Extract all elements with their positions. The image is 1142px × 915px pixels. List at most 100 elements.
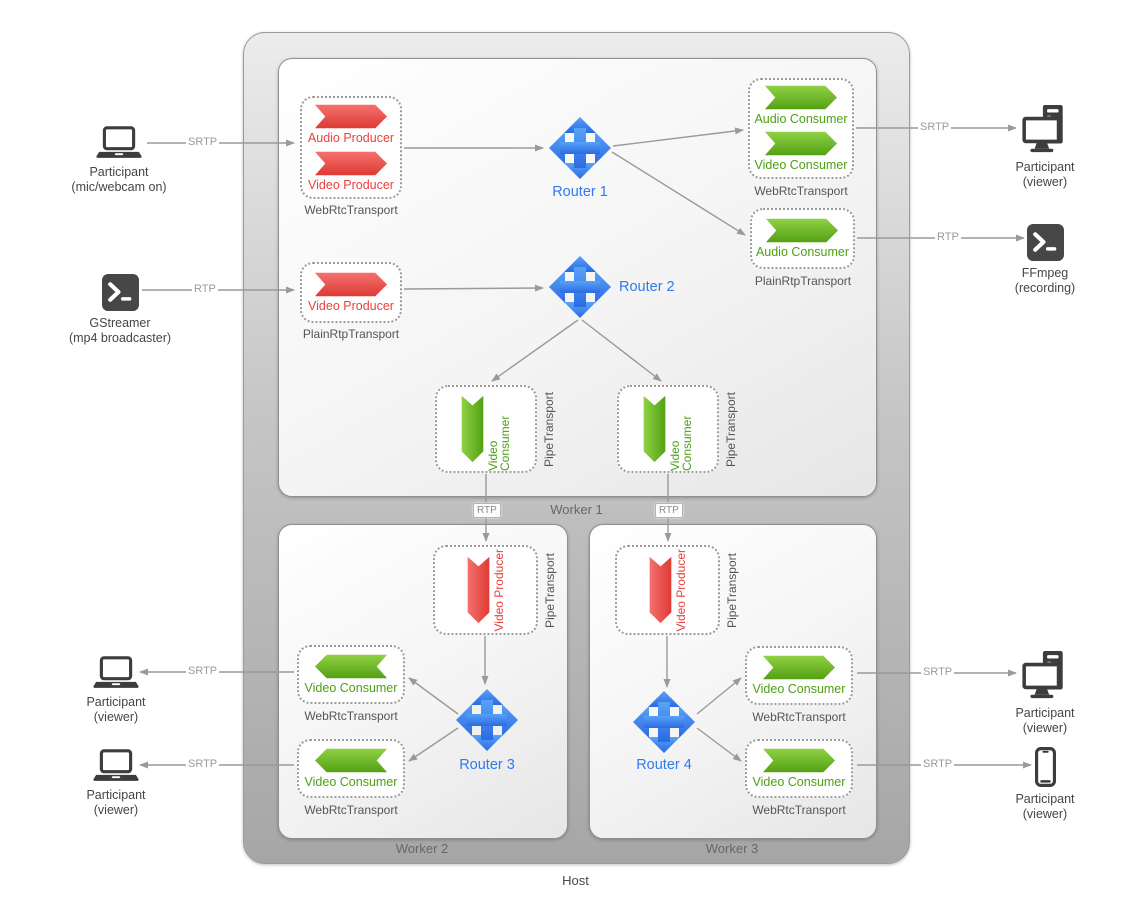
edge-router2-to-t6 <box>581 319 662 382</box>
consumer-banner-arrow-icon <box>764 131 838 156</box>
video-producer-label: Video Producer <box>308 299 394 314</box>
video-producer-label: Video Producer <box>491 548 506 632</box>
endpoint-label: Participant <box>86 788 146 802</box>
endpoint-label: Participant <box>1015 792 1075 806</box>
endpoint-label: Participant <box>1015 706 1075 720</box>
producer-banner-arrow-icon <box>314 104 388 129</box>
laptop-icon <box>93 656 139 688</box>
consumer-banner-arrow-icon <box>314 748 388 773</box>
audio-producer: Audio Producer <box>308 104 394 145</box>
transport-pipe-consumer-left: Video Consumer <box>435 385 537 473</box>
transport-webrtc-producers: Audio Producer Video Producer <box>300 96 402 199</box>
smartphone-icon <box>1034 747 1056 787</box>
consumer-banner-arrow-icon <box>762 748 836 773</box>
edge-t2-to-router2 <box>403 284 544 292</box>
endpoint-sublabel: (viewer) <box>1022 807 1068 822</box>
laptop-icon <box>96 126 142 158</box>
router1-icon <box>549 117 611 179</box>
transport-caption: WebRtcTransport <box>304 709 398 723</box>
transport-webrtc-consumer-w3b: Video Consumer <box>745 739 853 798</box>
endpoint-label: Participant <box>86 695 146 709</box>
transport-caption: PipeTransport <box>724 391 738 467</box>
endpoint-label: FFmpeg <box>1021 266 1069 280</box>
transport-caption: WebRtcTransport <box>752 710 846 724</box>
worker2-label: Worker 2 <box>395 841 449 856</box>
transport-pipe-producer-w3: Video Producer <box>615 545 720 635</box>
transport-caption: PipeTransport <box>542 391 556 467</box>
transport-pipe-consumer-right: Video Consumer <box>617 385 719 473</box>
router1-label: Router 1 <box>552 184 608 200</box>
endpoint-label: GStreamer <box>89 316 151 330</box>
transport-caption: PipeTransport <box>725 552 739 628</box>
edge-router1-to-t3 <box>612 127 744 147</box>
consumer-banner-arrow-icon <box>766 218 839 243</box>
video-consumer-label: Video Consumer <box>304 775 398 790</box>
transport-caption: WebRtcTransport <box>754 184 848 198</box>
edge-label-rtp-gstreamer: RTP <box>192 283 218 297</box>
router3-icon <box>456 689 518 751</box>
video-consumer-label: Video Consumer <box>754 158 848 173</box>
video-consumer: Video Consumer <box>304 748 398 790</box>
edge-router4-to-t12 <box>696 727 742 762</box>
endpoint-participant-viewer-right-desktop: Participant (viewer) <box>987 651 1103 737</box>
endpoint-sublabel: (viewer) <box>93 803 139 818</box>
video-consumer: Video Consumer <box>754 131 848 173</box>
producer-banner-arrow-icon <box>314 151 388 175</box>
endpoint-label: Participant <box>89 165 149 179</box>
edge-label-srtp-viewer-left-1: SRTP <box>186 665 220 679</box>
edge-router3-to-t9 <box>408 677 459 715</box>
endpoint-sublabel: (recording) <box>1014 281 1076 296</box>
router2-icon <box>549 256 611 318</box>
audio-consumer-label: Audio Consumer <box>755 245 850 260</box>
consumer-banner-arrow-icon <box>461 395 484 463</box>
endpoint-sublabel: (mp4 broadcaster) <box>68 331 172 346</box>
worker3-label: Worker 3 <box>705 841 759 856</box>
endpoint-ffmpeg: FFmpeg (recording) <box>987 224 1103 297</box>
terminal-icon <box>101 274 139 311</box>
transport-caption: WebRtcTransport <box>304 203 398 217</box>
edge-router3-to-t10 <box>408 727 459 762</box>
producer-banner-arrow-icon <box>649 556 671 624</box>
producer-banner-arrow-icon <box>314 272 388 297</box>
terminal-icon <box>1026 224 1064 261</box>
endpoint-label: Participant <box>1015 160 1075 174</box>
audio-consumer: Audio Consumer <box>756 218 849 259</box>
consumer-banner-arrow-icon <box>764 86 838 110</box>
endpoint-sublabel: (viewer) <box>1022 175 1068 190</box>
audio-consumer-label: Audio Consumer <box>754 112 848 127</box>
video-consumer-label: Video Consumer <box>752 682 846 697</box>
video-producer-label: Video Producer <box>673 548 688 632</box>
laptop-icon <box>93 749 139 781</box>
edge-badge-rtp-left: RTP <box>473 503 501 518</box>
video-producer-label: Video Producer <box>308 177 394 192</box>
endpoint-sublabel: (viewer) <box>1022 721 1068 736</box>
edge-label-srtp-viewer-right-2: SRTP <box>921 758 955 772</box>
host-label: Host <box>562 873 589 888</box>
edge-badge-rtp-right: RTP <box>655 503 683 518</box>
transport-caption: PlainRtpTransport <box>754 274 852 288</box>
router4-icon <box>633 691 695 753</box>
router2-label: Router 2 <box>619 279 675 295</box>
endpoint-participant-viewer-right-phone: Participant (viewer) <box>987 747 1103 823</box>
transport-webrtc-consumers: Audio Consumer Video Consumer <box>748 78 854 179</box>
video-consumer: Video Consumer <box>304 654 398 696</box>
endpoint-participant-sender: Participant (mic/webcam on) <box>61 126 177 196</box>
video-consumer-label: Video Consumer <box>304 681 398 696</box>
audio-consumer: Audio Consumer <box>754 85 848 127</box>
transport-webrtc-consumer-w2a: Video Consumer <box>297 645 405 704</box>
consumer-banner-arrow-icon <box>762 655 836 680</box>
router3-label: Router 3 <box>459 757 515 773</box>
endpoint-gstreamer: GStreamer (mp4 broadcaster) <box>62 274 178 347</box>
video-producer: Video Producer <box>308 272 394 313</box>
transport-plainrtp-producer: Video Producer <box>300 262 402 323</box>
transport-pipe-producer-w2: Video Producer <box>433 545 538 635</box>
endpoint-sublabel: (mic/webcam on) <box>71 180 167 195</box>
transport-webrtc-consumer-w2b: Video Consumer <box>297 739 405 798</box>
consumer-banner-arrow-icon <box>314 654 388 679</box>
edge-label-srtp-sender: SRTP <box>186 136 220 150</box>
transport-caption: WebRtcTransport <box>304 803 398 817</box>
endpoint-participant-viewer-left-2: Participant (viewer) <box>58 749 174 819</box>
edge-label-srtp-viewer-right-1: SRTP <box>921 666 955 680</box>
edge-label-srtp-viewer-top: SRTP <box>918 121 952 135</box>
endpoint-participant-viewer-desktop: Participant (viewer) <box>987 105 1103 191</box>
